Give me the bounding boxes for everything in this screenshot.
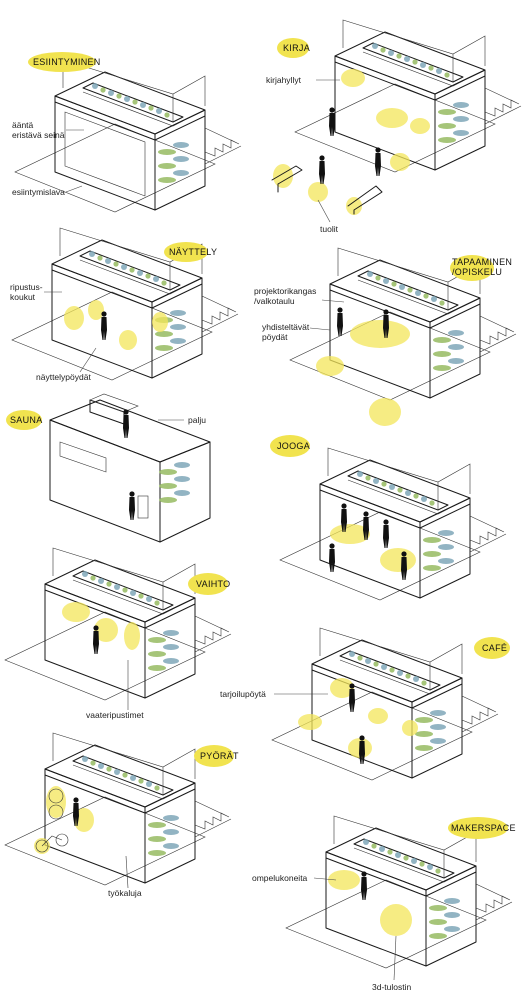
building-kirja [294, 19, 522, 173]
person-icon [375, 147, 381, 176]
panel-title: SAUNA [10, 415, 43, 425]
label-line: /OPISKELU [452, 267, 502, 277]
building-vaihto [4, 547, 232, 701]
panel-sauna: SAUNA palju [6, 393, 211, 543]
leader-line [79, 347, 97, 373]
panel-title: CAFÉ [482, 643, 507, 653]
label-projector: projektorikangas/valkotaulu [254, 286, 316, 306]
label-sewing: ompelukoneita [252, 873, 308, 883]
leader-line [321, 299, 345, 303]
person-icon [383, 519, 389, 548]
label-line: ääntä [12, 120, 34, 130]
leader-line [313, 877, 337, 881]
person-icon [361, 871, 367, 900]
panel-jooga: JOOGA [270, 435, 507, 601]
label-tools: työkaluja [108, 888, 142, 898]
label-line: koukut [10, 292, 36, 302]
title-line: TAPAAMINEN [452, 257, 512, 267]
label-line: projektorikangas [254, 286, 316, 296]
person-icon [129, 491, 135, 520]
label-3d-printer: 3d-tulostin [372, 982, 411, 992]
leader-line [125, 855, 129, 889]
panel-nayttely: NÄYTTELY ripustus-koukut näyttelypöydät [10, 227, 239, 382]
leader-line [317, 199, 331, 223]
tag-esiintyminen [28, 52, 96, 72]
panel-tapaaminen: TAPAAMINEN/OPISKELU projektorikangas/val… [254, 247, 517, 426]
leader-line [309, 327, 331, 331]
panel-title: VAIHTO [196, 579, 230, 589]
panel-kirja: KIRJA kirjahyllyt tuolit [266, 19, 522, 234]
panel-title: JOOGA [277, 441, 310, 451]
label-stage: esiintymislava [12, 187, 65, 197]
label-counter: tarjoilupöytä [220, 689, 266, 699]
person-icon [329, 543, 335, 572]
label-chairs: tuolit [320, 224, 339, 234]
leader-line [65, 185, 83, 193]
person-icon [337, 307, 343, 336]
panel-title: ESIINTYMINEN [33, 57, 101, 67]
building-cafe [271, 627, 499, 781]
panel-title: PYÖRÄT [200, 751, 239, 761]
label-racks: vaateripustimet [86, 710, 144, 720]
person-icon [329, 107, 335, 136]
panel-makerspace: MAKERSPACE ompelukoneita 3d-tulostin [252, 815, 516, 992]
panel-title: KIRJA [283, 43, 310, 53]
building-jooga [279, 447, 507, 601]
panel-pyorat: PYÖRÄT työkaluja [4, 732, 239, 898]
label-line: ripustus- [10, 282, 43, 292]
label-line: /valkotaulu [254, 296, 295, 306]
panel-vaihto: VAIHTO vaateripustimet [4, 547, 232, 720]
label-line: pöydät [262, 332, 288, 342]
label-line: yhdisteltävät [262, 322, 310, 332]
label-hooks: ripustus-koukut [10, 282, 43, 302]
label-line: eristävä seinä [12, 130, 65, 140]
label-tables: näyttelypöydät [36, 372, 91, 382]
panel-cafe: CAFÉ tarjoilupöytä [220, 627, 510, 781]
label-hot-tub: palju [188, 415, 206, 425]
leader-line [393, 935, 397, 981]
panel-title: MAKERSPACE [451, 823, 516, 833]
building-esiintyminen [14, 59, 242, 213]
person-icon [319, 155, 325, 184]
panel-title: TAPAAMINEN/OPISKELU [452, 257, 512, 277]
label-shelves: kirjahyllyt [266, 75, 302, 85]
building-sauna [49, 393, 211, 543]
panel-title: NÄYTTELY [169, 247, 217, 257]
